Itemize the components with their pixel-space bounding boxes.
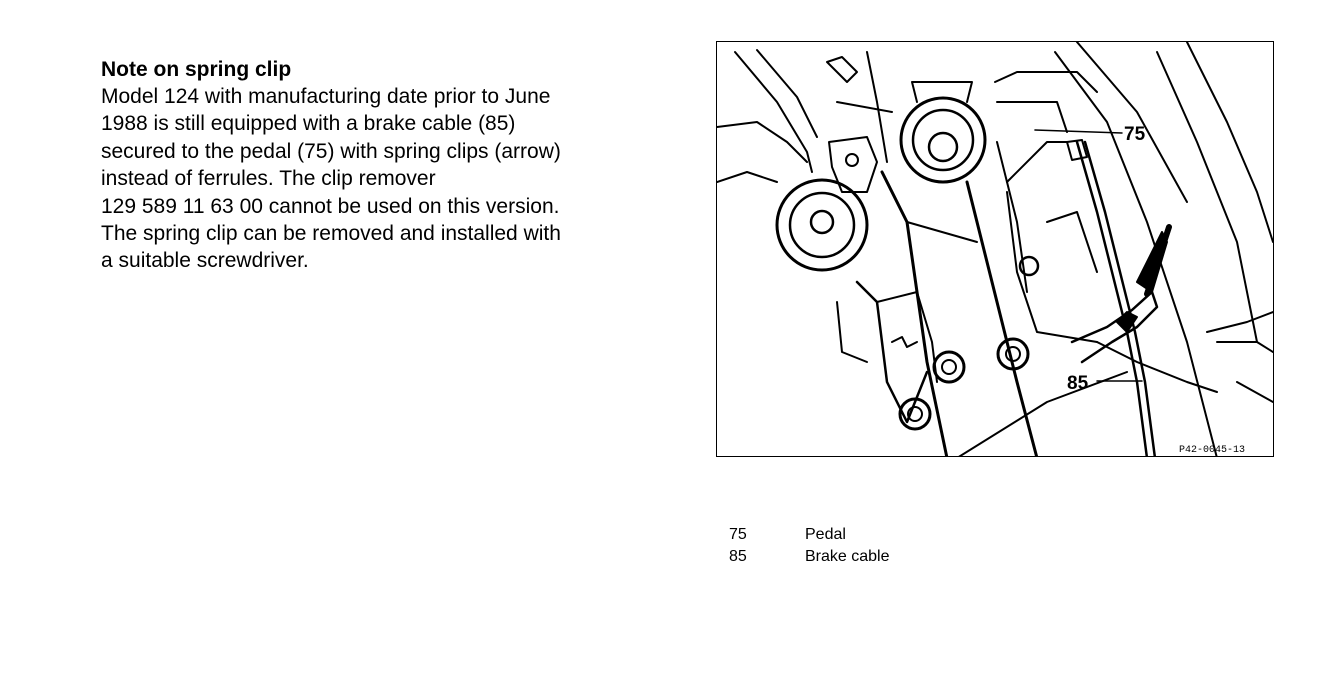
side-panel-line <box>1186 42 1273 243</box>
lower-bolt-center <box>1005 346 1021 362</box>
pedal-arm-detail <box>906 221 978 243</box>
callout-85: 85 <box>1067 373 1089 394</box>
side-panel-line <box>1076 42 1188 203</box>
legend-number: 75 <box>729 526 747 543</box>
note-title: Note on spring clip <box>101 58 292 81</box>
lower-bolt <box>996 337 1030 371</box>
pedal-arm-detail <box>996 141 1028 293</box>
right-bracket <box>1006 141 1068 183</box>
bracket-line <box>734 51 813 173</box>
side-panel-line <box>1156 51 1258 343</box>
note-line: Model 124 with manufacturing date prior … <box>101 85 551 108</box>
legend-row: 85 Brake cable <box>729 546 890 568</box>
note-line: The spring clip can be removed and insta… <box>101 222 561 246</box>
right-bracket <box>1046 211 1098 273</box>
note-section: Note on spring clip Model 124 with manuf… <box>101 56 671 275</box>
legend-row: 75 Pedal <box>729 524 890 546</box>
callout-75: 75 <box>1124 124 1146 145</box>
note-line: secured to the pedal (75) with spring cl… <box>101 139 561 163</box>
note-line: 129 589 11 63 00 cannot be used on this … <box>101 194 560 218</box>
right-bracket <box>996 101 1068 133</box>
return-roller-outer <box>775 178 869 272</box>
bracket-line <box>836 101 893 113</box>
legend-text: Brake cable <box>805 548 890 565</box>
return-roller-hub <box>809 209 835 235</box>
side-panel-line <box>1236 381 1273 403</box>
legend: 75 Pedal 85 Brake cable <box>729 524 890 568</box>
lower-bolt <box>932 350 966 384</box>
pedal-drawing: 75 85 P42-0045-13 <box>717 42 1273 456</box>
lower-bolt-center <box>907 406 923 422</box>
mount-nut <box>1018 255 1040 277</box>
cable-clamp <box>828 136 878 193</box>
side-panel-line <box>1206 311 1273 333</box>
cable-end <box>1066 139 1088 161</box>
pivot-bushing-ring <box>911 108 975 172</box>
note-line: a suitable screwdriver. <box>101 249 309 273</box>
spring-clip <box>1070 290 1159 364</box>
callout-leader-75 <box>1034 129 1123 134</box>
bracket-line <box>866 51 888 163</box>
side-panel-line <box>1054 51 1218 456</box>
figure-code: P42-0045-13 <box>1179 445 1245 456</box>
bracket-line <box>717 171 778 183</box>
clamp-screw <box>845 153 859 167</box>
lever-plate <box>836 301 868 363</box>
right-bracket <box>1006 191 1098 343</box>
bracket-line <box>756 49 818 138</box>
lever-plate <box>855 280 929 424</box>
clip-tab <box>826 56 858 83</box>
side-panel-line <box>1216 341 1273 353</box>
pedal-arm-edge <box>965 180 1039 456</box>
lower-bolt-center <box>941 359 957 375</box>
lever-notch <box>891 336 918 348</box>
note-line: instead of ferrules. The clip remover <box>101 167 436 191</box>
floor-line <box>1096 341 1218 393</box>
brake-cable <box>1075 140 1148 456</box>
pivot-bushing-core <box>927 131 959 163</box>
pivot-bushing-outer <box>899 96 987 184</box>
floor-line <box>958 371 1128 456</box>
legend-text: Pedal <box>805 526 846 543</box>
legend-number: 85 <box>729 548 747 565</box>
lower-bolt <box>898 397 932 431</box>
note-line: 1988 is still equipped with a brake cabl… <box>101 112 516 136</box>
return-roller-ring <box>788 191 856 259</box>
pedal-arm-edge <box>880 170 949 456</box>
right-bracket <box>994 71 1098 93</box>
pedal-illustration: 75 85 P42-0045-13 <box>716 41 1274 457</box>
spring-clip-tab <box>1116 311 1138 333</box>
arrow-shaft <box>1144 224 1172 297</box>
bracket-line <box>717 121 808 163</box>
pivot-mount <box>911 81 973 103</box>
note-body: Model 124 with manufacturing date prior … <box>101 83 671 275</box>
